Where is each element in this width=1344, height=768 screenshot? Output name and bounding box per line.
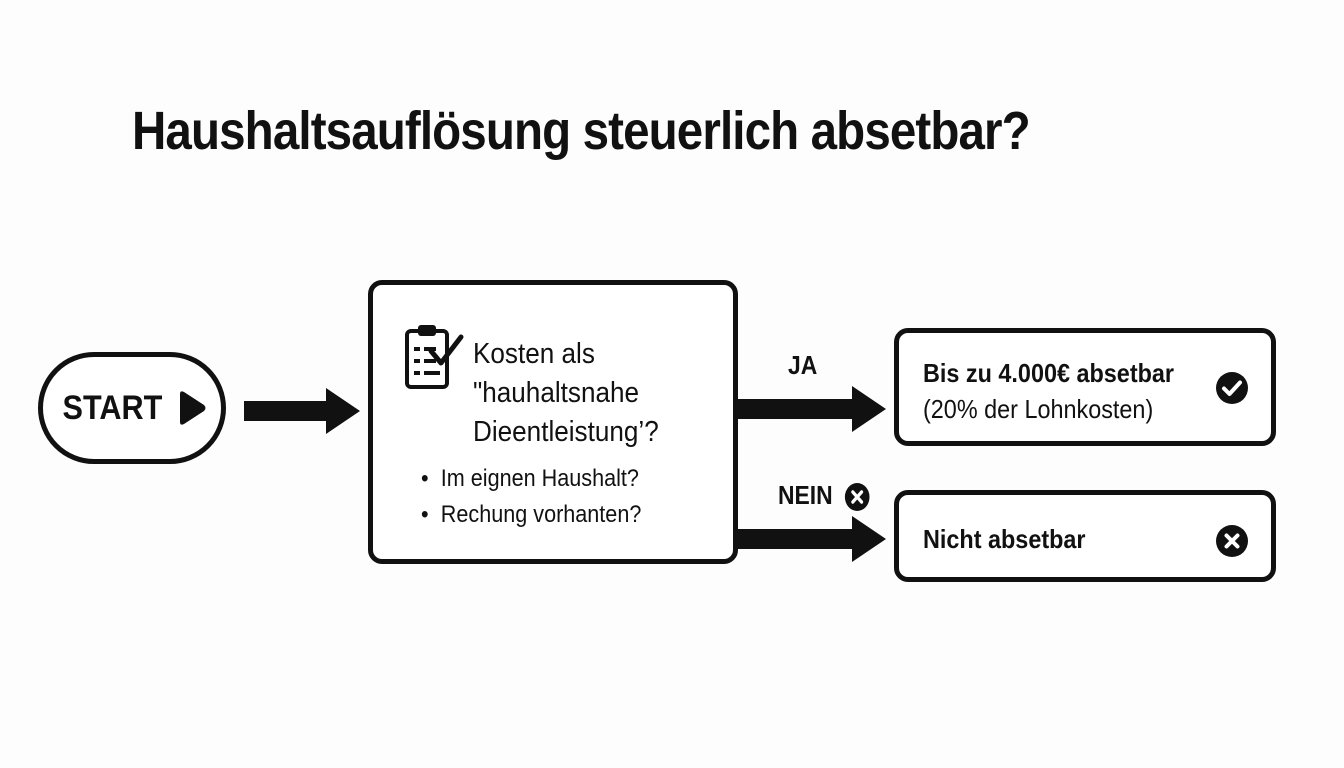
clipboard-checklist-icon — [405, 325, 464, 389]
criteria-list: Im eignen Haushalt? Rechung vorhanten? — [421, 461, 642, 533]
result-no-box: Nicht absetbar — [894, 490, 1276, 582]
criteria-item: Rechung vorhanten? — [421, 497, 642, 533]
arrow-to-yes-result — [736, 386, 886, 432]
start-label: START — [62, 388, 162, 427]
x-circle-icon — [1216, 525, 1248, 557]
diagram-title: Haushaltsauflösung steuerlich absetbar? — [132, 101, 1031, 161]
decision-question: Kosten als "hauhaltsnahe Dieentleistung’… — [473, 335, 707, 452]
result-yes-line1: Bis zu 4.000€ absetbar — [923, 358, 1175, 388]
result-yes-text: Bis zu 4.000€ absetbar (20% der Lohnkost… — [923, 355, 1174, 427]
criteria-item: Im eignen Haushalt? — [421, 461, 641, 497]
start-node: START — [38, 352, 226, 464]
arrow-start-to-decision — [244, 388, 360, 434]
result-yes-box: Bis zu 4.000€ absetbar (20% der Lohnkost… — [894, 328, 1276, 446]
question-line: Dieentleistung’? — [473, 416, 659, 448]
question-line: "hauhaltsnahe — [473, 377, 640, 409]
result-yes-line2: (20% der Lohnkosten) — [923, 394, 1154, 424]
check-circle-icon — [1216, 372, 1248, 404]
result-no-text: Nicht absetbar — [923, 521, 1086, 557]
play-icon — [180, 391, 206, 425]
decision-box: Kosten als "hauhaltsnahe Dieentleistung’… — [368, 280, 738, 564]
edge-label-no-group: NEIN — [778, 480, 871, 512]
x-circle-icon — [845, 483, 870, 512]
edge-label-yes: JA — [788, 350, 818, 380]
edge-label-no: NEIN — [778, 480, 833, 510]
result-no-line1: Nicht absetbar — [923, 524, 1086, 554]
question-line: Kosten als — [473, 338, 595, 370]
arrow-to-no-result — [736, 516, 886, 562]
